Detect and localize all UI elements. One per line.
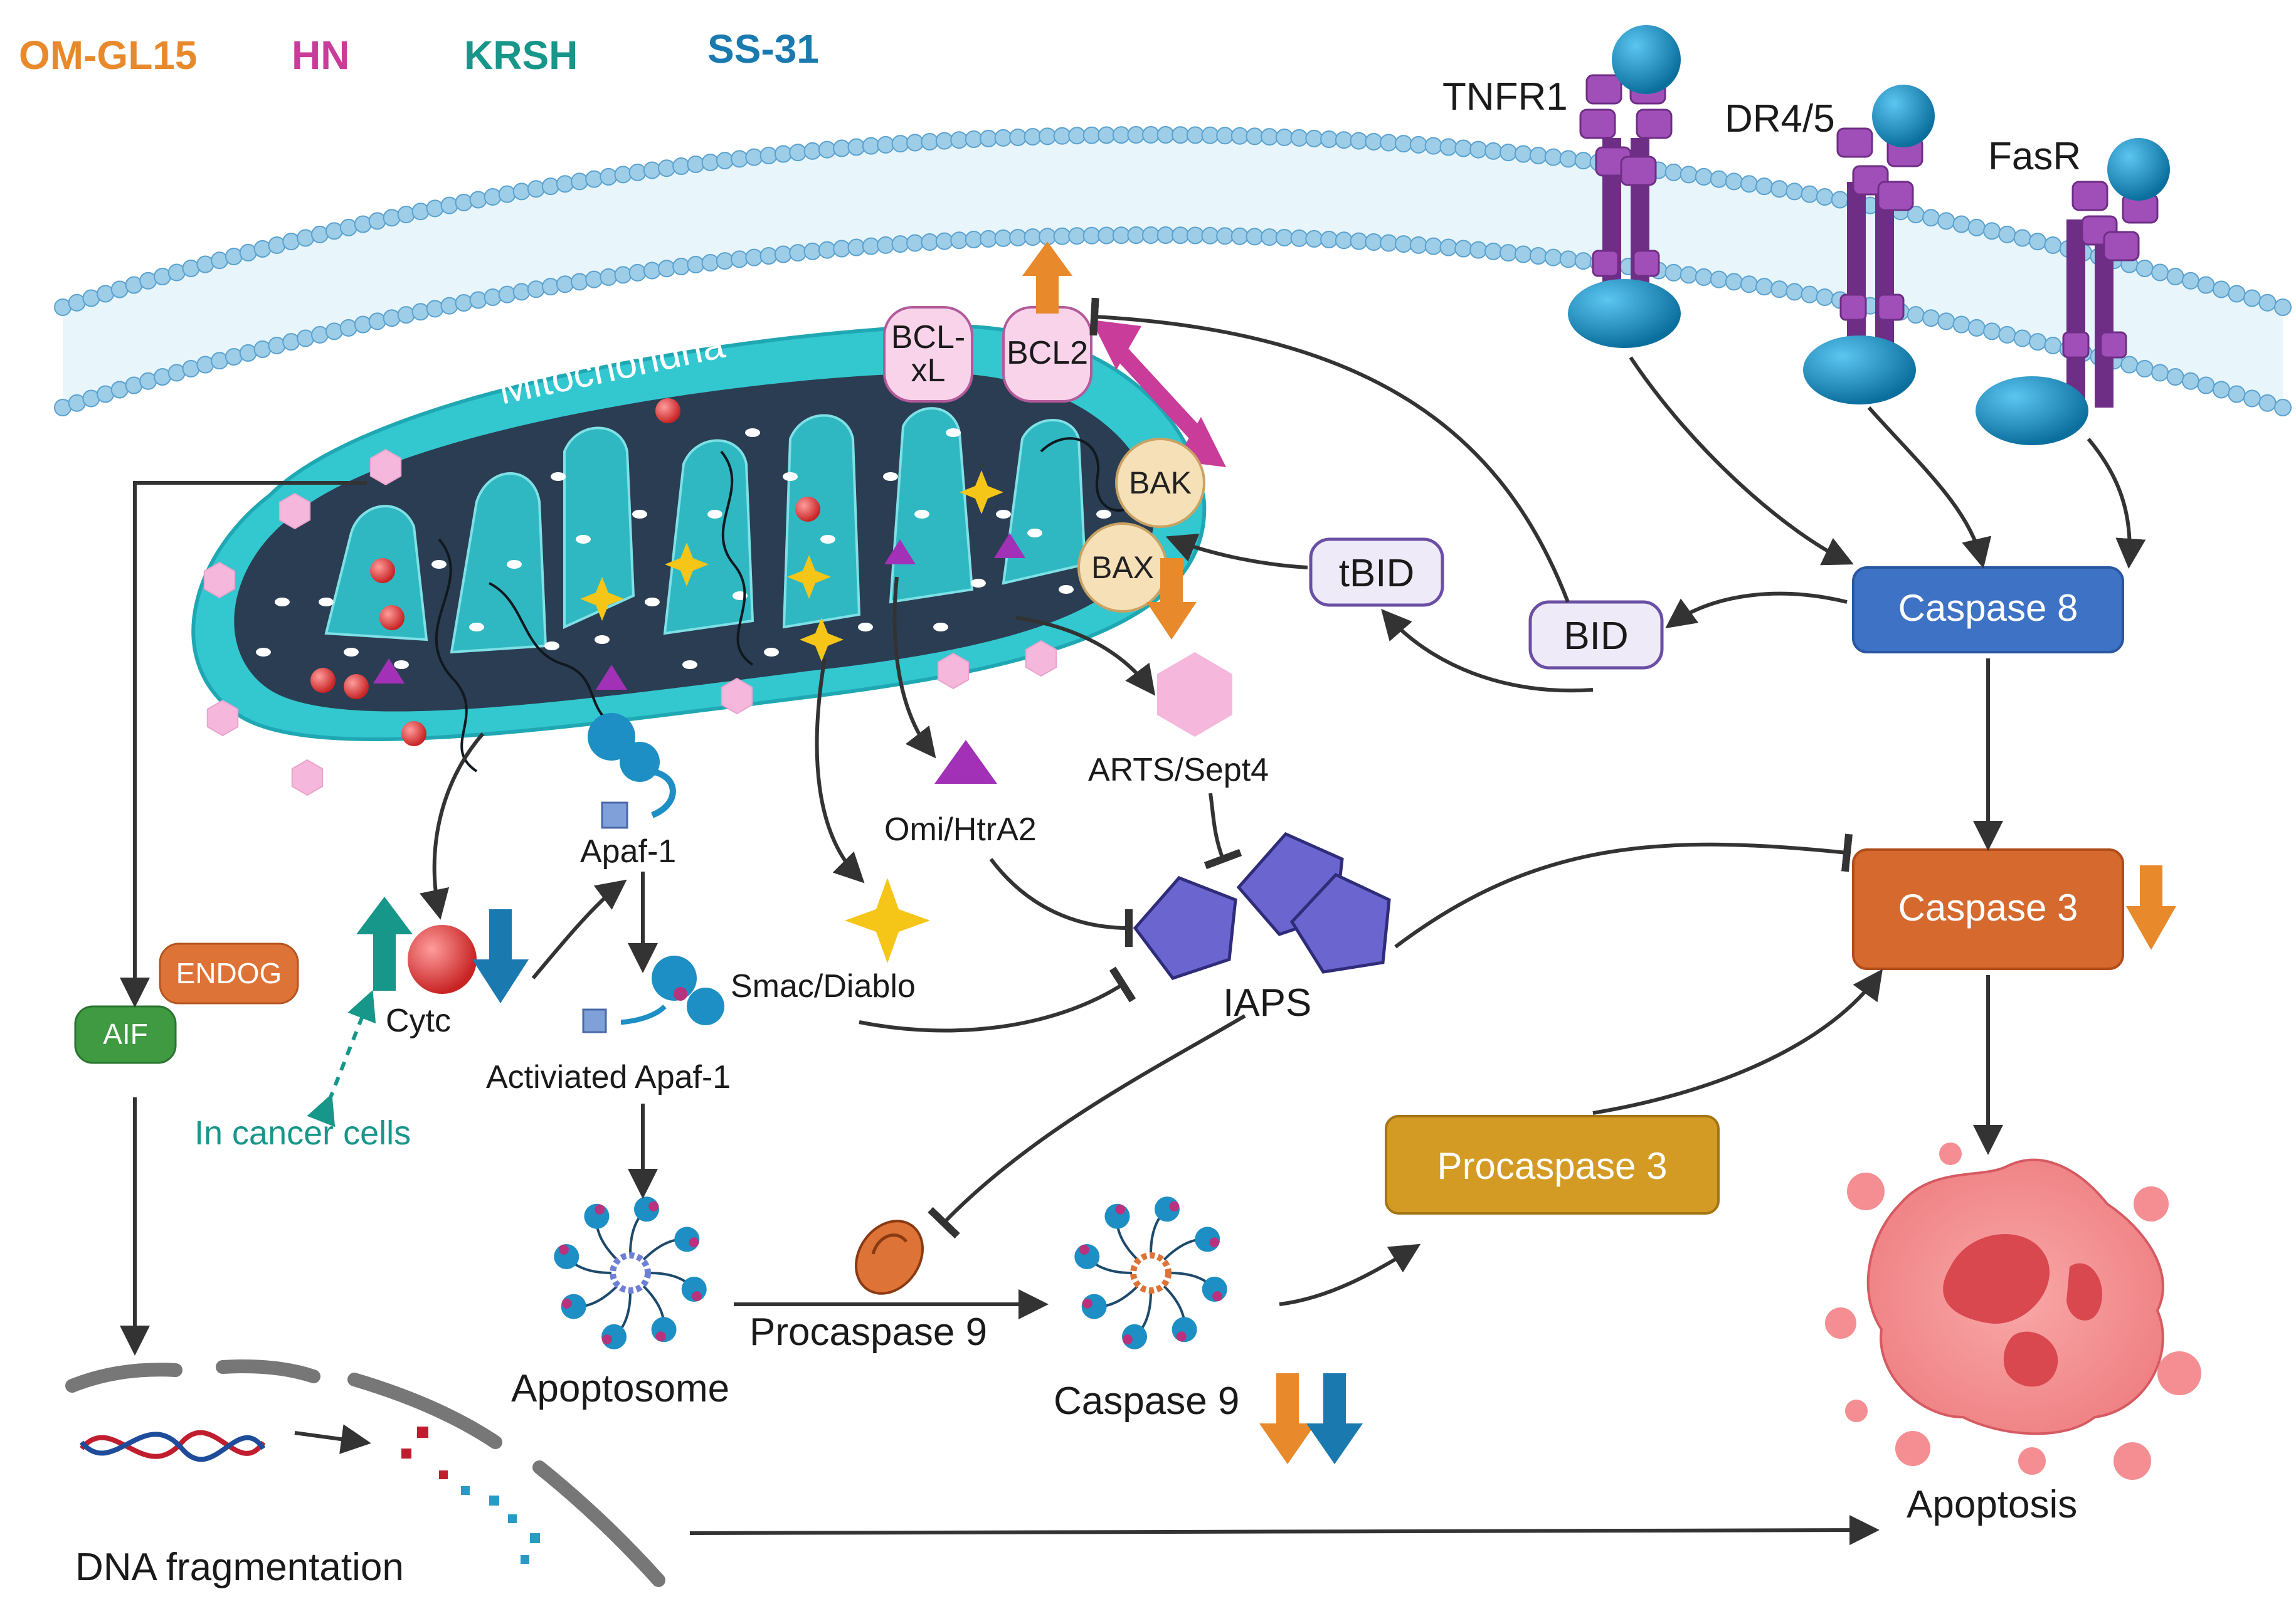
apoptosome-label: Apoptosome <box>511 1367 729 1410</box>
omgl15-up-arrow-bcl2 <box>1022 241 1072 314</box>
activated-apaf1-icon <box>582 956 724 1033</box>
apaf1-label: Apaf-1 <box>580 833 676 870</box>
tbid-protein: tBID <box>1309 537 1444 607</box>
dna-fragmentation-label: DNA fragmentation <box>75 1546 404 1589</box>
bid-label: BID <box>1563 615 1628 658</box>
krsh-up-arrow-cytc <box>356 897 413 991</box>
cancer-cells-dashed-arrow <box>307 989 376 1127</box>
apoptosome-icon <box>554 1196 707 1349</box>
caspase9-complex-icon <box>1074 1196 1227 1349</box>
legend-omgl15: OM-GL15 <box>19 33 197 78</box>
in-cancer-label: In cancer cells <box>194 1114 411 1152</box>
receptor-tnfr1 <box>1568 25 1681 348</box>
pathway-arrows <box>120 297 2146 1546</box>
arts-label: ARTS/Sept4 <box>1088 752 1269 788</box>
iaps-label: IAPS <box>1223 981 1311 1025</box>
legend-ss31: SS-31 <box>707 26 819 71</box>
omgl15-down-arrow-caspase9 <box>1259 1373 1316 1464</box>
apaf1-icon <box>588 713 676 829</box>
receptor-fasr <box>1976 138 2170 445</box>
fasr-label: FasR <box>1988 135 2081 178</box>
arts-hexagon <box>1157 652 1232 737</box>
cell-membrane <box>54 126 2292 416</box>
smac-label: Smac/Diablo <box>731 968 916 1005</box>
legend-hn: HN <box>292 33 349 78</box>
bcl2-protein: BCL2 <box>1002 306 1092 403</box>
cytc-label: Cytc <box>386 1003 451 1039</box>
caspase8-label: Caspase 8 <box>1898 587 2078 629</box>
omi-triangle <box>934 740 997 784</box>
bak-protein: BAK <box>1115 438 1205 528</box>
procaspase3-box: Procaspase 3 <box>1385 1115 1720 1215</box>
caspase8-box: Caspase 8 <box>1852 566 2124 653</box>
omgl15-down-arrow-caspase3 <box>2126 865 2176 950</box>
bid-protein: BID <box>1528 600 1664 670</box>
ss31-down-arrow-caspase9 <box>1306 1373 1363 1464</box>
omgl15-down-arrow-bax <box>1146 558 1197 640</box>
caspase3-box: Caspase 3 <box>1852 848 2124 970</box>
omi-label: Omi/HtrA2 <box>884 811 1037 848</box>
bclxl-protein: BCL- xL <box>883 306 973 403</box>
caspase9-label: Caspase 9 <box>1054 1380 1239 1423</box>
apoptosis-label: Apoptosis <box>1907 1483 2077 1526</box>
aif-label: AIF <box>103 1018 148 1050</box>
procaspase3-label: Procaspase 3 <box>1437 1145 1668 1187</box>
bax-label: BAX <box>1091 550 1154 585</box>
dna-fragmentation-icon <box>65 1359 665 1587</box>
legend-krsh: KRSH <box>464 33 578 78</box>
legend: OM-GL15 HN KRSH SS-31 <box>19 26 819 78</box>
receptor-dr45 <box>1803 85 1935 404</box>
bclxl-label-line2: xL <box>911 352 946 389</box>
procaspase9-label: Procaspase 9 <box>749 1311 987 1354</box>
bak-label: BAK <box>1129 465 1192 500</box>
bax-protein: BAX <box>1077 522 1168 613</box>
activated-apaf1-label: Activiated Apaf-1 <box>486 1059 731 1095</box>
apoptotic-cell-icon <box>1825 1143 2201 1480</box>
iaps-complex <box>1133 831 1391 980</box>
procaspase9-icon <box>854 1220 924 1295</box>
tnfr1-label: TNFR1 <box>1442 75 1568 119</box>
cytc-ball <box>408 925 477 994</box>
endog-pill: ENDOG <box>159 942 299 1005</box>
bcl2-label: BCL2 <box>1007 335 1088 371</box>
endog-label: ENDOG <box>176 957 282 989</box>
aif-pill: AIF <box>74 1005 177 1064</box>
dr45-label: DR4/5 <box>1725 97 1835 140</box>
caspase3-label: Caspase 3 <box>1898 887 2078 929</box>
lipid-heads <box>54 126 2292 416</box>
bclxl-label-line1: BCL- <box>891 319 965 356</box>
smac-star <box>845 878 930 963</box>
tbid-label: tBID <box>1339 552 1415 595</box>
ss31-down-arrow-cytc <box>472 909 529 1003</box>
